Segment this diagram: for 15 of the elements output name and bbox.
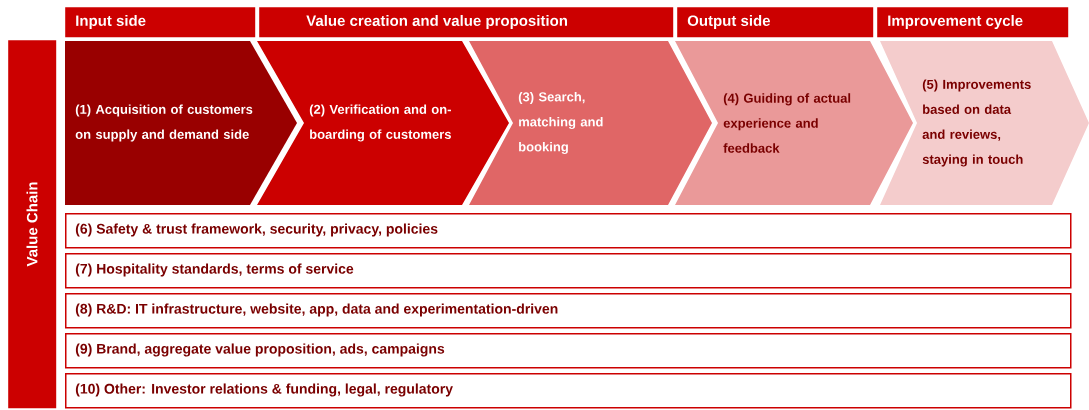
row-box: (9) Brand, aggregate value proposition, ads, campaigns	[65, 333, 1072, 369]
row-box: (8) R&D: IT infrastructure, website, app, data and experimentation-driven	[65, 293, 1072, 329]
chevron-box: (2) Verification and on-boarding of customers	[257, 41, 509, 205]
row-box: (7) Hospitality standards, terms of service	[65, 253, 1072, 289]
header-band: Value creation and value proposition	[259, 7, 674, 38]
row-box: (6) Safety & trust framework, security, privacy, policies	[65, 213, 1072, 249]
chevron-box: (4) Guiding of actual experience and feedback	[675, 41, 913, 205]
side-band: Value Chain	[8, 40, 57, 409]
row-box: (10) Other: Investor relations & funding, legal, regulatory	[65, 373, 1072, 409]
header-band: Output side	[677, 7, 874, 38]
chevron-box: (5) Improvements based on data and reviews, staying in touch	[880, 41, 1089, 205]
chevron-box: (1) Acquisition of customers on supply and demand side	[65, 41, 297, 205]
chevron-box: (3) Search, matching and booking	[469, 41, 712, 205]
header-band: Input side	[65, 7, 256, 38]
header-band: Improvement cycle	[877, 7, 1069, 38]
